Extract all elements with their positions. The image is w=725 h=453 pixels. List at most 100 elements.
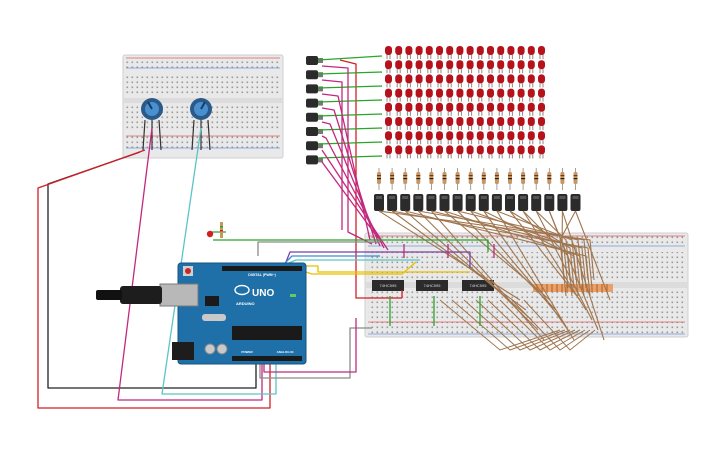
shift-register-3[interactable]: 74HC595 — [462, 280, 494, 291]
led[interactable] — [456, 88, 464, 102]
led[interactable] — [446, 131, 454, 145]
column-driver[interactable] — [387, 168, 398, 211]
led[interactable] — [425, 145, 433, 159]
led[interactable] — [425, 60, 433, 74]
led[interactable] — [405, 60, 413, 74]
led[interactable] — [425, 117, 433, 130]
led[interactable] — [436, 74, 443, 88]
led[interactable] — [405, 102, 413, 116]
led[interactable] — [446, 46, 454, 59]
led[interactable] — [527, 74, 535, 88]
led[interactable] — [507, 88, 515, 102]
column-driver[interactable] — [544, 168, 555, 211]
led[interactable] — [507, 131, 515, 145]
led[interactable] — [446, 145, 454, 159]
led[interactable] — [527, 46, 535, 59]
column-driver[interactable] — [518, 168, 529, 211]
led[interactable] — [425, 88, 433, 102]
led[interactable] — [538, 131, 545, 145]
led[interactable] — [395, 46, 403, 59]
led[interactable] — [538, 74, 545, 88]
led[interactable] — [487, 131, 494, 145]
led[interactable] — [436, 102, 443, 116]
led[interactable] — [466, 117, 474, 130]
led[interactable] — [456, 102, 464, 116]
led[interactable] — [497, 46, 505, 59]
led[interactable] — [527, 131, 535, 145]
led[interactable] — [476, 60, 484, 74]
led[interactable] — [527, 102, 535, 116]
usb-port[interactable] — [159, 283, 199, 307]
led[interactable] — [527, 88, 535, 102]
led[interactable] — [405, 117, 413, 130]
dc-jack[interactable] — [172, 342, 194, 360]
led[interactable] — [517, 145, 525, 159]
led[interactable] — [436, 88, 443, 102]
led[interactable] — [466, 60, 474, 74]
led[interactable] — [385, 131, 392, 145]
led[interactable] — [487, 88, 494, 102]
digital-header[interactable] — [222, 266, 302, 271]
led[interactable] — [446, 117, 454, 130]
row-transistor[interactable] — [306, 70, 323, 80]
column-driver[interactable] — [413, 168, 424, 211]
led[interactable] — [425, 74, 433, 88]
column-driver[interactable] — [439, 168, 450, 211]
led[interactable] — [517, 60, 525, 74]
column-driver[interactable] — [374, 168, 384, 211]
led[interactable] — [466, 145, 474, 159]
column-driver[interactable] — [570, 168, 581, 211]
led[interactable] — [476, 117, 484, 130]
led[interactable] — [497, 102, 505, 116]
column-driver[interactable] — [400, 168, 411, 211]
led[interactable] — [487, 74, 494, 88]
led[interactable] — [456, 46, 464, 59]
led[interactable] — [487, 117, 494, 130]
led[interactable] — [405, 74, 413, 88]
potentiometer-left[interactable] — [141, 98, 163, 151]
column-driver[interactable] — [452, 168, 463, 211]
led[interactable] — [436, 117, 443, 130]
shift-register-2[interactable]: 74HC595 — [416, 280, 448, 291]
status-led[interactable] — [206, 222, 223, 238]
led[interactable] — [436, 46, 443, 59]
led-matrix[interactable] — [385, 46, 545, 159]
row-transistor[interactable] — [306, 127, 323, 136]
led[interactable] — [415, 46, 423, 59]
led[interactable] — [466, 46, 474, 59]
led[interactable] — [456, 117, 464, 130]
led[interactable] — [487, 60, 494, 74]
led[interactable] — [476, 46, 484, 59]
row-transistor[interactable] — [306, 98, 323, 108]
led[interactable] — [538, 46, 545, 59]
led[interactable] — [466, 102, 474, 116]
led[interactable] — [476, 88, 484, 102]
led[interactable] — [395, 60, 403, 74]
column-driver[interactable] — [465, 168, 476, 211]
led[interactable] — [456, 131, 464, 145]
led[interactable] — [466, 74, 474, 88]
led[interactable] — [497, 131, 505, 145]
led[interactable] — [527, 60, 535, 74]
led[interactable] — [425, 102, 433, 116]
column-driver[interactable] — [491, 168, 502, 211]
led[interactable] — [507, 102, 515, 116]
led[interactable] — [487, 102, 494, 116]
column-drivers[interactable] — [374, 168, 581, 211]
led[interactable] — [538, 60, 545, 74]
led[interactable] — [497, 60, 505, 74]
led[interactable] — [385, 102, 392, 116]
led[interactable] — [517, 74, 525, 88]
led[interactable] — [476, 74, 484, 88]
led[interactable] — [436, 145, 443, 159]
led[interactable] — [527, 145, 535, 159]
led[interactable] — [507, 60, 515, 74]
led[interactable] — [446, 60, 454, 74]
led[interactable] — [497, 74, 505, 88]
led[interactable] — [405, 88, 413, 102]
led[interactable] — [415, 60, 423, 74]
led[interactable] — [395, 145, 403, 159]
row-transistor[interactable] — [306, 112, 323, 122]
led[interactable] — [507, 74, 515, 88]
led[interactable] — [497, 117, 505, 130]
